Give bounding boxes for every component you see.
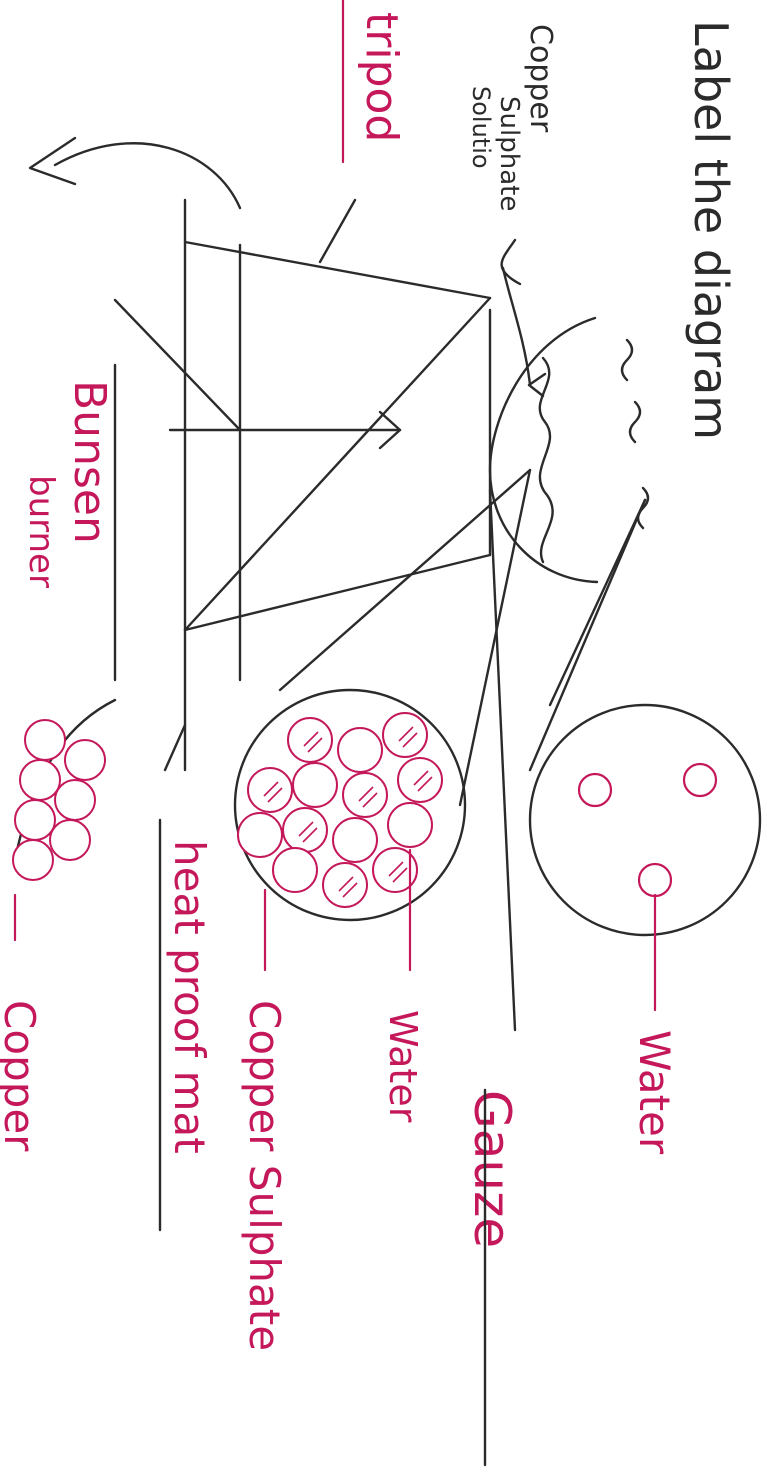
water-vapour-zoom-circle (530, 705, 760, 935)
gauze (490, 490, 515, 1030)
worksheet-title: Label the diagram (684, 20, 738, 440)
bunsen-label-line-2: burner (21, 475, 61, 588)
gauze-label: Gauze (463, 1090, 521, 1248)
tripod-label: tripod (356, 12, 407, 142)
turn-page-arrowhead (30, 138, 75, 184)
solution-surface (540, 358, 553, 562)
copper-crystal-zoom-circle (13, 700, 115, 880)
heat-proof-mat-label: heat proof mat (165, 840, 214, 1154)
copper-sulphate-solution-label: Copper Sulphate Solutio (467, 24, 558, 211)
bunsen-label-line-1: Bunsen (64, 380, 115, 544)
water-vapour-label: Water (630, 1030, 679, 1155)
copper-partial-label: Copper (0, 1000, 44, 1152)
copper-sulphate-solution-line-2: Sulphate (494, 96, 524, 211)
tripod-left-leg (185, 242, 490, 298)
tripod-pointer-line (320, 200, 355, 262)
water-molecule (579, 764, 716, 896)
water-particles-label: Water (381, 1010, 425, 1123)
copper-sulphate-particles-label: Copper Sulphate (240, 1000, 289, 1351)
vapour-squiggle (622, 340, 632, 380)
copper-sulphate-solution-line-3: Solutio (467, 86, 495, 169)
tripod-right-leg (185, 298, 490, 630)
zoom-line (460, 470, 530, 805)
turn-page-arrow (55, 143, 240, 208)
copper-sulphate-solution-line-1: Copper (523, 24, 558, 133)
particle-cluster (238, 713, 442, 907)
